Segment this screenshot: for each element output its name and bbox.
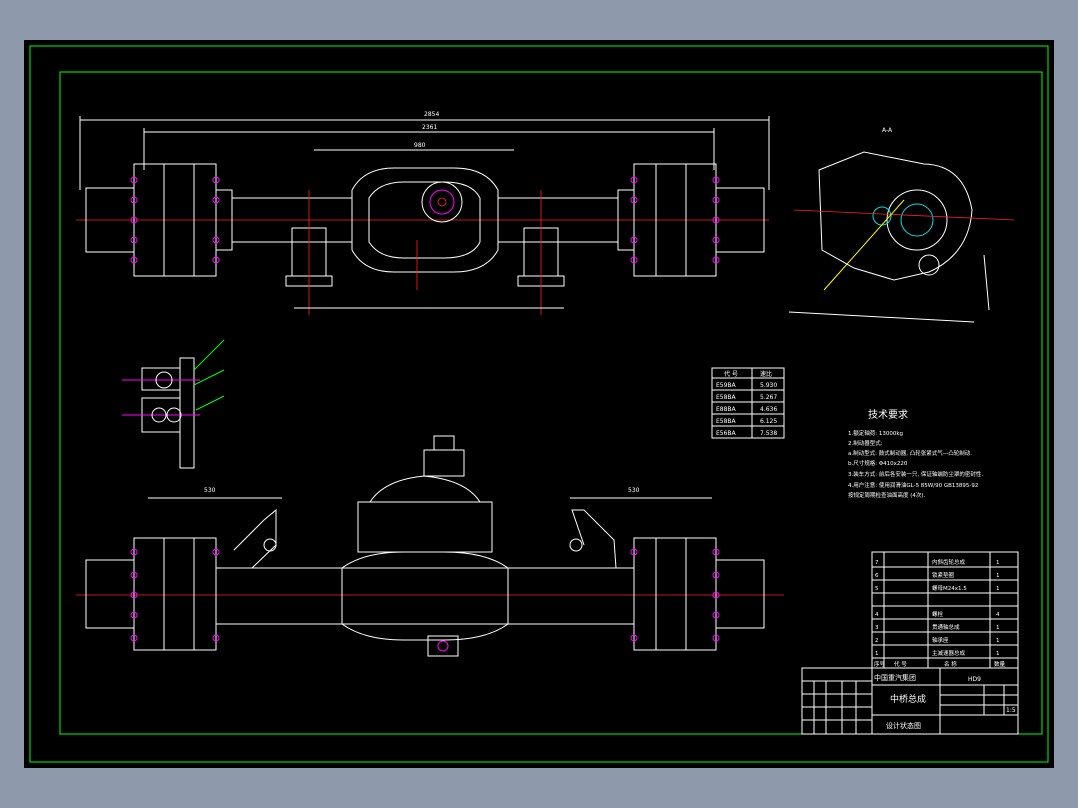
dim-housing: 980: [414, 142, 426, 149]
dim-track: 2361: [422, 124, 437, 131]
ratio-code: E56BA: [716, 430, 737, 437]
part-name: 螺栓: [932, 610, 944, 618]
part-qty: 4: [996, 612, 1000, 618]
parts-header-no: 序号: [874, 660, 886, 668]
tb-code: HD9: [968, 676, 981, 683]
part-name: 螺母M24x1.5: [932, 584, 967, 592]
ratio-table: 代 号 速比 E59BA 5.930 E58BA 5.267 E88BA 4.6…: [711, 367, 785, 439]
part-qty: 1: [996, 573, 1000, 579]
section-label: A-A: [882, 127, 893, 134]
title-block: 中国重汽集团 HD9 中桥总成 设计状态图 1:5: [801, 667, 1019, 735]
ratio-value: 5.267: [760, 394, 777, 401]
tb-name: 中桥总成: [890, 693, 926, 705]
part-name: 主减速器总成: [932, 649, 966, 657]
part-no: 3: [875, 625, 879, 631]
top-axle-view: 2854 2361 980: [76, 111, 770, 315]
tb-subtitle: 设计状态图: [886, 721, 921, 730]
parts-header-code: 代 号: [894, 660, 907, 668]
ratio-header-ratio: 速比: [760, 370, 772, 378]
section-view: A-A: [788, 127, 1015, 323]
outer-border: [29, 45, 1049, 763]
part-qty: 1: [996, 651, 1000, 657]
cad-drawing: 2854 2361 980: [29, 45, 1049, 763]
tech-line: 4.用户注意: 使用润滑油GL-5 85W/90 GB13895-92: [848, 481, 978, 489]
part-name: 贯通轴总成: [932, 623, 960, 631]
part-no: 6: [875, 573, 879, 579]
parts-header-qty: 数量: [994, 660, 1006, 668]
tech-title: 技术要求: [868, 408, 908, 421]
ratio-value: 7.538: [760, 430, 777, 437]
ratio-code: E58BA: [716, 394, 737, 401]
ratio-code: E59BA: [716, 382, 737, 389]
part-qty: 1: [996, 586, 1000, 592]
ratio-value: 4.636: [760, 406, 777, 413]
dim-left: 530: [204, 487, 216, 494]
part-qty: 1: [996, 625, 1000, 631]
bottom-axle-view: 530 530: [76, 435, 784, 657]
part-no: 7: [875, 560, 879, 566]
tech-line: b.尺寸规格: Φ410x220: [848, 459, 908, 467]
ratio-value: 6.125: [760, 418, 777, 425]
parts-list: 7 内斜齿轮总成 1 6 锁紧垫圈 1 5 螺母M24x1.5 1 4 螺栓 4…: [871, 551, 1019, 669]
part-qty: 1: [996, 638, 1000, 644]
ratio-header-code: 代 号: [724, 370, 738, 378]
tb-company: 中国重汽集团: [874, 673, 916, 682]
part-qty: 1: [996, 560, 1000, 566]
part-name: 锁紧垫圈: [932, 571, 955, 579]
part-no: 4: [875, 612, 879, 618]
detail-view: [122, 339, 225, 469]
tech-requirements: 技术要求 1.额定轴荷: 13000kg 2.制动器型式: a.制动型式: 鼓式…: [848, 408, 983, 499]
ratio-value: 5.930: [760, 382, 777, 389]
ratio-code: E58BA: [716, 418, 737, 425]
dim-overall: 2854: [424, 111, 439, 118]
tech-line: a.制动型式: 鼓式制动器, 凸轮张紧式气—凸轮制动.: [848, 449, 972, 457]
part-name: 轴承座: [932, 636, 949, 644]
parts-header-name: 名 称: [944, 660, 957, 668]
tech-line: 2.制动器型式:: [848, 439, 883, 447]
part-no: 2: [875, 638, 879, 644]
drawing-canvas: 2854 2361 980: [24, 40, 1054, 768]
tech-line: 3.装车方式: 前后各安装一只, 保证轴端防尘罩的密封性.: [848, 470, 983, 478]
ratio-code: E88BA: [716, 406, 737, 413]
tech-line: 1.额定轴荷: 13000kg: [848, 429, 903, 437]
part-name: 内斜齿轮总成: [932, 558, 966, 566]
tech-line: 按规定周期检查油面高度 (4次).: [848, 491, 926, 499]
inner-border: [59, 71, 1043, 735]
tb-scale: 1:5: [1006, 707, 1016, 714]
part-no: 5: [875, 586, 879, 592]
part-no: 1: [875, 651, 879, 657]
dim-right: 530: [628, 487, 640, 494]
